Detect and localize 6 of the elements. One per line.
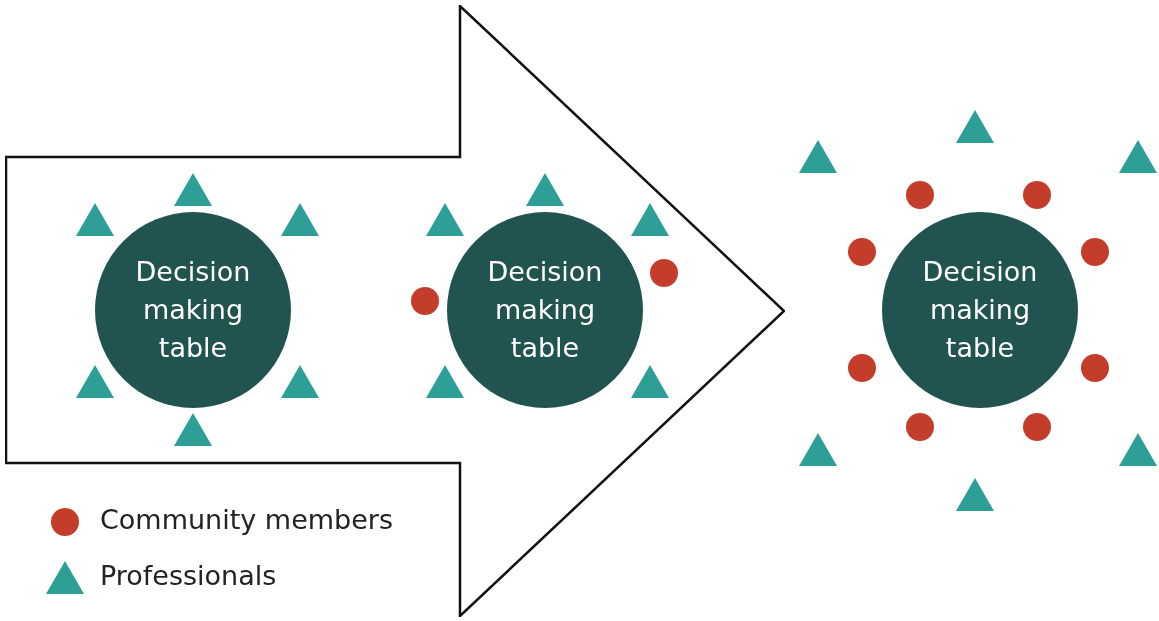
legend-label: Professionals: [100, 560, 277, 591]
block-arrow: [5, 5, 785, 617]
table-label: Decision making table: [921, 255, 1039, 365]
legend-label: Community members: [100, 504, 393, 535]
table-label: Decision making table: [134, 255, 252, 365]
table-label: Decision making table: [486, 255, 604, 365]
